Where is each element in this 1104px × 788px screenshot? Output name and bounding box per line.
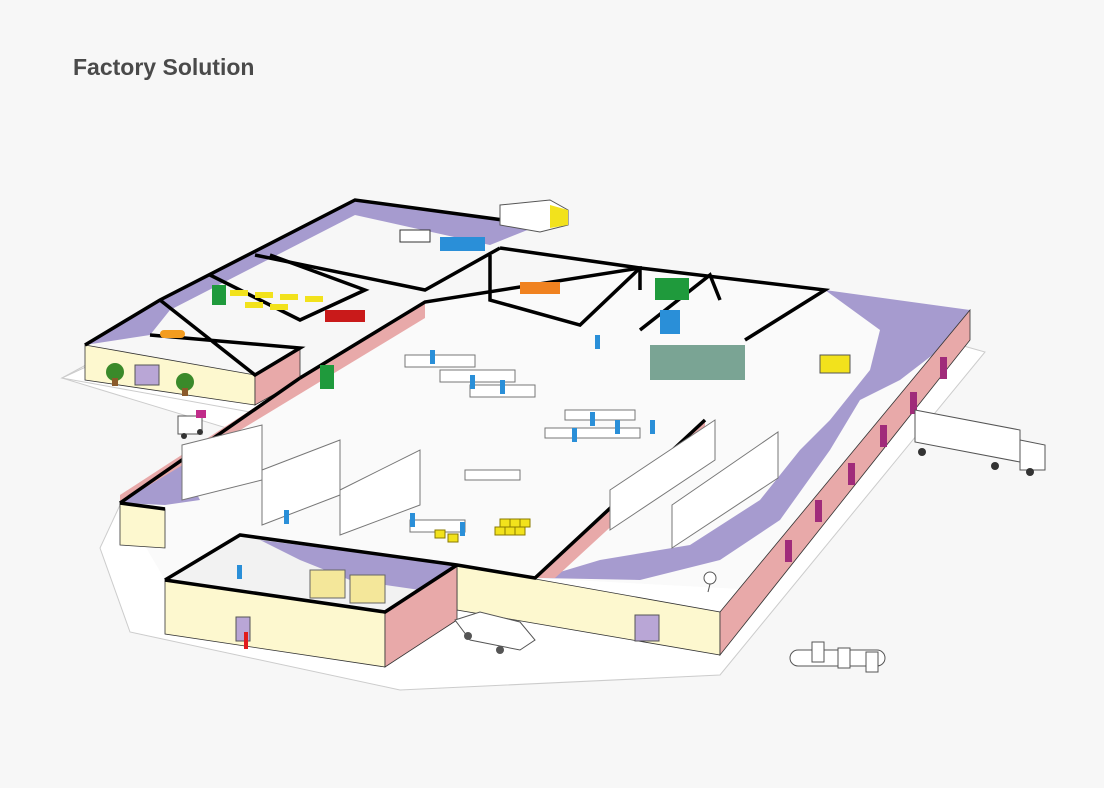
plant-icon: [106, 363, 194, 396]
door: [134, 364, 160, 386]
forklift: [177, 410, 206, 439]
car: [454, 611, 536, 654]
wall-outlines: [84, 198, 831, 614]
roof-cutaway-left: [120, 462, 200, 505]
roof-cutaway-top: [85, 200, 540, 345]
delivery-truck: [914, 409, 1046, 476]
crate-stack: [434, 518, 531, 543]
workers: [237, 335, 655, 579]
page-title: Factory Solution: [73, 54, 255, 80]
loading-doors: [785, 357, 947, 562]
generator: [349, 574, 386, 604]
roof-cutaway-right: [540, 290, 970, 580]
workstations: [404, 354, 641, 533]
utility-room-roof-cut: [260, 540, 457, 590]
door: [634, 614, 660, 642]
office-desks: [160, 229, 851, 389]
shelving-racks: [181, 419, 779, 549]
fuel-pumps: [789, 641, 886, 673]
satellite-dish-icon: [703, 571, 717, 593]
generator: [309, 569, 346, 599]
fire-extinguisher: [244, 632, 248, 649]
van: [499, 199, 569, 233]
wall-side-right: [719, 308, 971, 657]
